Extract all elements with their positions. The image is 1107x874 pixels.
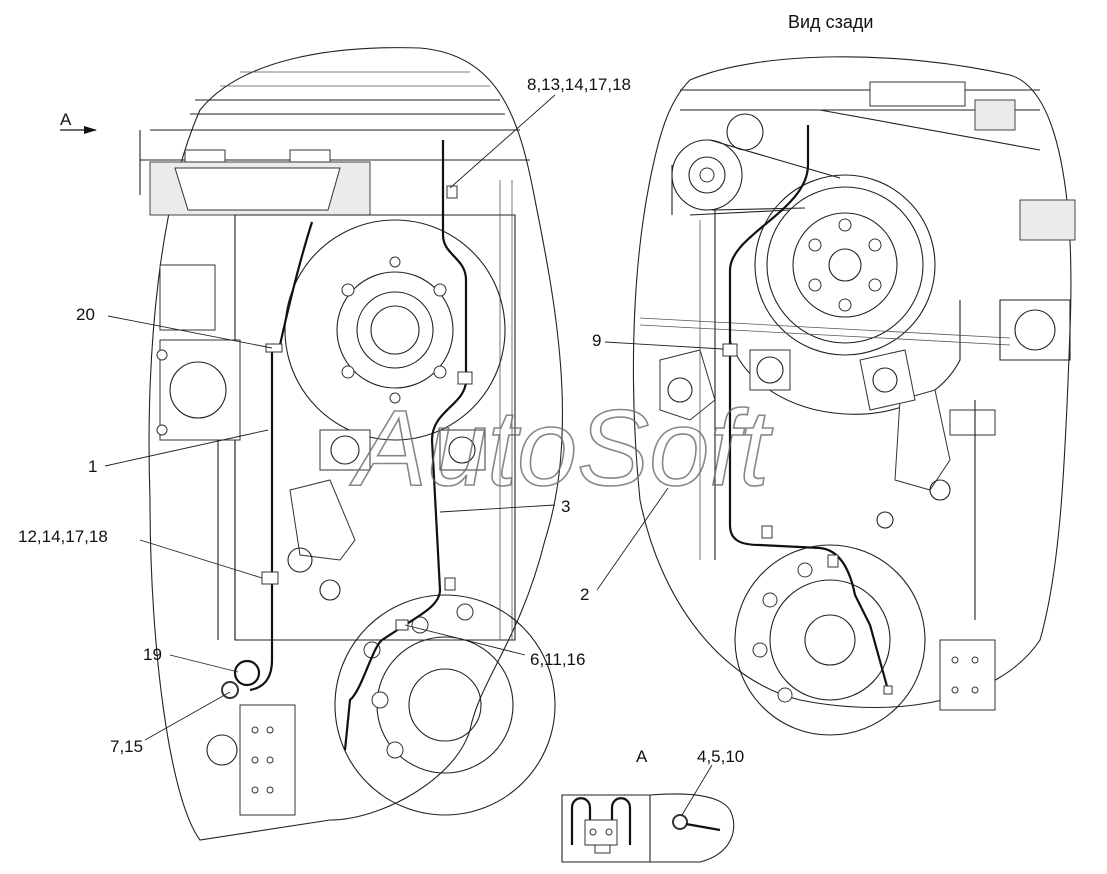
label-1: 1: [88, 457, 97, 476]
leader-lines: [60, 94, 724, 816]
label-8-13-14-17-18: 8,13,14,17,18: [527, 75, 631, 94]
label-rear-view: Вид сзади: [788, 12, 873, 32]
right-top-frame: [680, 81, 1041, 151]
right-view-outline: [632, 56, 1072, 709]
tube-20: [278, 221, 314, 346]
left-intake-box: [149, 149, 371, 216]
right-lower-sprocket: [734, 544, 926, 736]
tube-1-loop: [233, 659, 261, 687]
label-19: 19: [143, 645, 162, 664]
clip-20: [265, 343, 283, 353]
label-12-14-17-18: 12,14,17,18: [18, 527, 108, 546]
label-6-11-16: 6,11,16: [530, 650, 585, 669]
left-wheel: [284, 219, 506, 441]
clip-3-mid: [457, 371, 473, 385]
right-big-pulley: [754, 174, 936, 356]
clip-12-14-17-18: [261, 571, 279, 585]
clip-3-low: [444, 577, 456, 591]
label-4-5-10: 4,5,10: [697, 747, 744, 766]
tube-2: [728, 125, 890, 691]
detail-a-outline: [561, 793, 735, 863]
label-2: 2: [580, 585, 589, 604]
label-9: 9: [592, 331, 601, 350]
label-view-a: A: [60, 110, 72, 129]
clip-9: [722, 343, 738, 357]
left-lower-block: [206, 704, 296, 816]
left-levers: [287, 429, 486, 601]
label-detail-a: A: [636, 747, 648, 766]
left-bearing-bracket: [156, 264, 241, 441]
left-view-outline: [148, 47, 564, 841]
callout-labels: A Вид сзади 8,13,14,17,18 20 1 12,14,17,…: [18, 12, 873, 766]
right-lower-block: [939, 639, 996, 711]
right-small-pulley: [671, 113, 791, 216]
label-7-15: 7,15: [110, 737, 143, 756]
tube-1: [249, 345, 274, 692]
label-3: 3: [561, 497, 570, 516]
right-view: [632, 56, 1076, 736]
clip-2-low: [761, 525, 773, 539]
clip-6-11-16: [395, 619, 409, 631]
watermark: AutoSoft: [349, 387, 773, 508]
label-20: 20: [76, 305, 95, 324]
right-belt: [709, 139, 841, 211]
clip-2-end: [827, 554, 839, 568]
tube-3: [343, 140, 468, 751]
fitting-2-end: [883, 685, 893, 695]
left-lower-sprocket: [334, 594, 556, 816]
detail-a-view: [561, 793, 735, 863]
clip-8-13: [446, 185, 458, 199]
right-side-parts: [659, 199, 1076, 529]
detail-fitting-4-5-10: [672, 814, 688, 830]
